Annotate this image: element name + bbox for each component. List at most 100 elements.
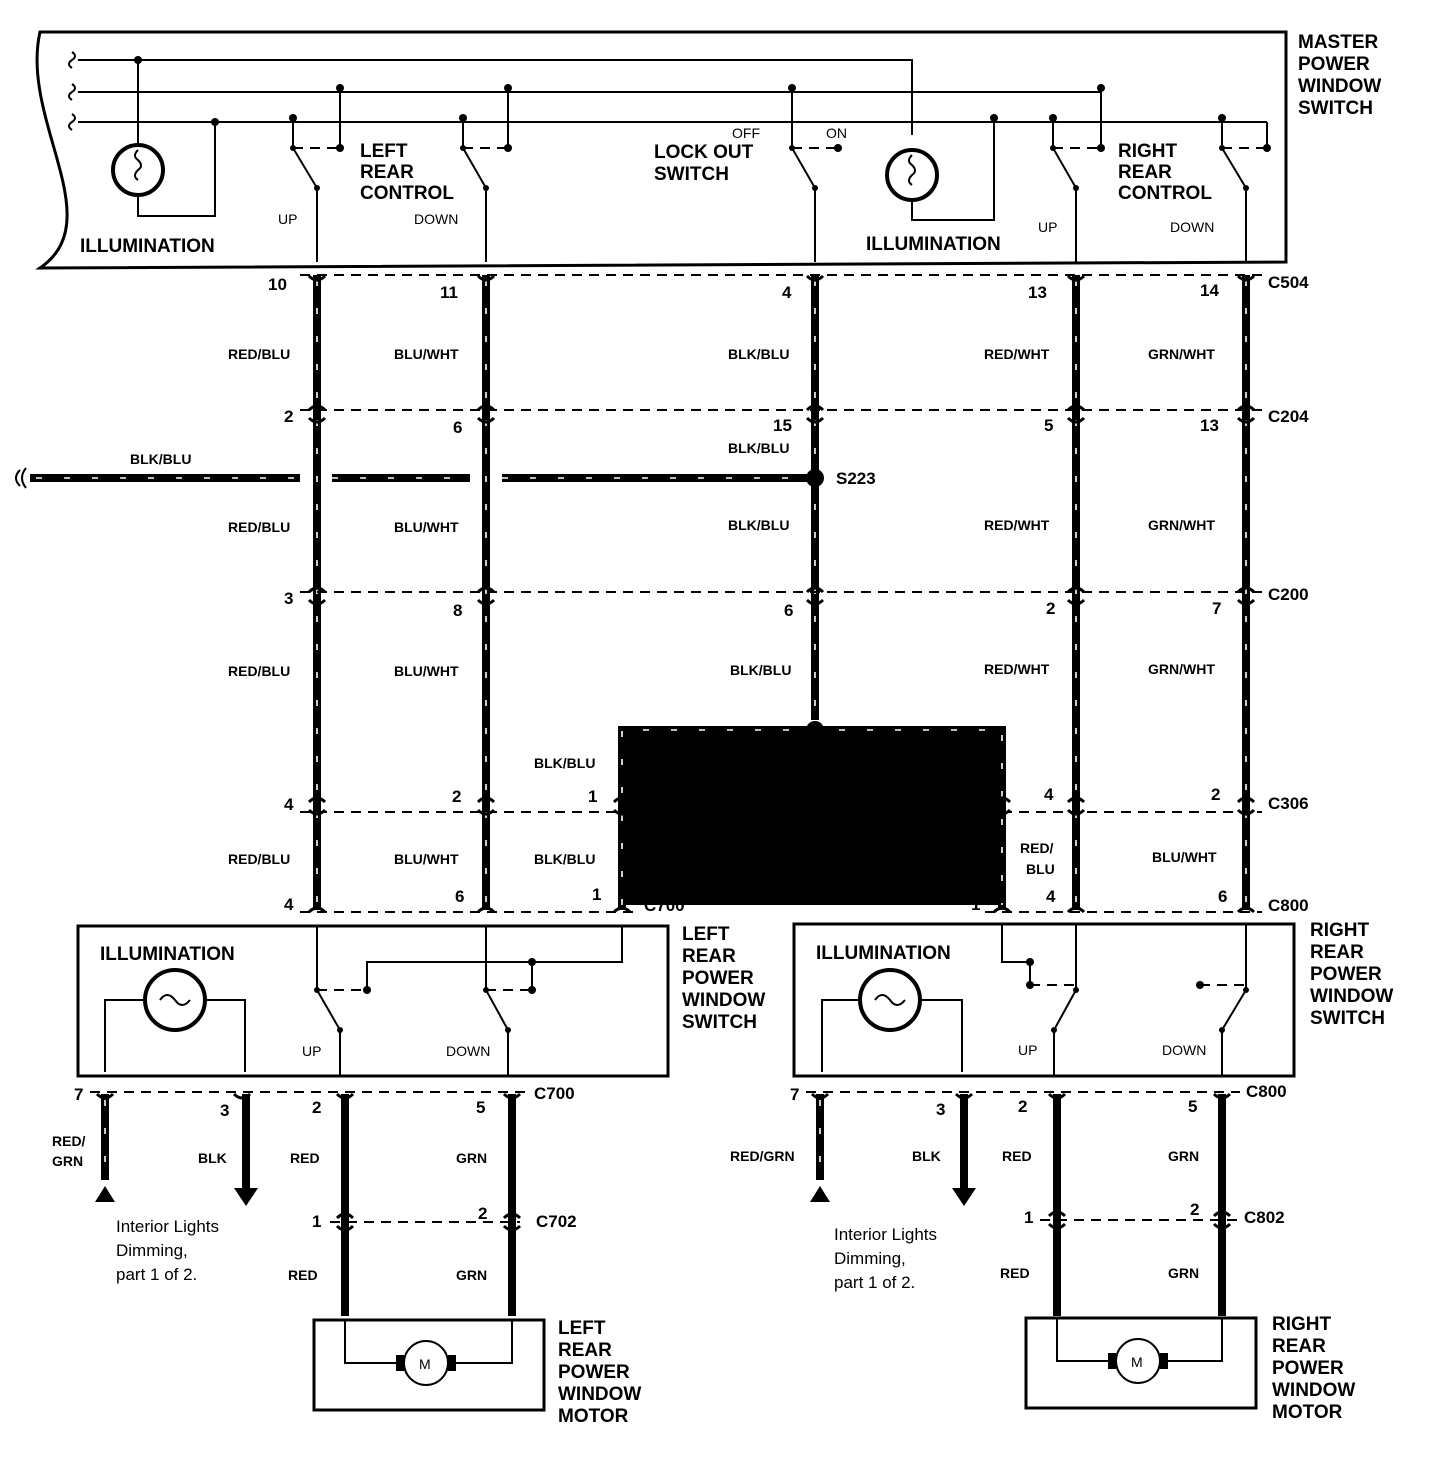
diagram-label: 11 — [440, 283, 458, 302]
diagram-label: GRN/WHT — [1148, 517, 1215, 533]
diagram-label: BLU/WHT — [394, 851, 459, 867]
diagram-label: GRN/WHT — [1148, 346, 1215, 362]
diagram-label: POWER — [558, 1362, 630, 1383]
diagram-label: RED/BLU — [228, 346, 290, 362]
diagram-label: RED/WHT — [984, 346, 1050, 362]
diagram-label: GRN — [456, 1150, 487, 1166]
diagram-label: BLK/BLU — [130, 451, 191, 467]
diagram-label: SWITCH — [1310, 1008, 1385, 1029]
down-label: DOWN — [1170, 219, 1214, 235]
diagram-label: REAR — [1118, 162, 1172, 183]
up-label: UP — [278, 211, 297, 227]
c306-label: C306 — [1268, 794, 1309, 813]
diagram-label: 6 — [1218, 887, 1227, 906]
diagram-label: BLU/WHT — [394, 663, 459, 679]
diagram-label: 2 — [1018, 1097, 1027, 1116]
c800-label: C800 — [1268, 896, 1309, 915]
up-label: UP — [1038, 219, 1057, 235]
diagram-label: part 1 of 2. — [834, 1273, 915, 1292]
diagram-label: BLU/WHT — [1152, 849, 1217, 865]
diagram-label: 4 — [284, 895, 294, 914]
diagram-label: MOTOR — [558, 1406, 629, 1427]
diagram-label: 7 — [790, 1085, 799, 1104]
diagram-label: SWITCH — [682, 1012, 757, 1033]
diagram-label: POWER — [1310, 964, 1382, 985]
diagram-label: RED/GRN — [730, 1148, 795, 1164]
diagram-label: BLK/BLU — [914, 757, 975, 773]
connector-dash-lines — [90, 274, 1262, 1223]
c700-label: C700 — [534, 1084, 575, 1103]
diagram-label: 1 — [588, 787, 597, 806]
diagram-label: WINDOW — [558, 1384, 641, 1405]
diagram-label: GRN/WHT — [1148, 661, 1215, 677]
c204-label: C204 — [1268, 407, 1309, 426]
diagram-label: RED — [290, 1150, 320, 1166]
diagram-label: BLK/BLU — [534, 755, 595, 771]
diagram-label: 4 — [284, 795, 294, 814]
diagram-label: 8 — [453, 601, 462, 620]
diagram-label: 1 — [971, 895, 980, 914]
diagram-label: REAR — [1310, 942, 1364, 963]
illumination-label: ILLUMINATION — [816, 943, 951, 964]
splice-s300 — [806, 721, 824, 739]
splice-s223 — [806, 469, 824, 487]
diagram-label: 14 — [1200, 281, 1219, 300]
c200-label: C200 — [1268, 585, 1309, 604]
diagram-label: 3 — [284, 589, 293, 608]
diagram-label: 2 — [284, 407, 293, 426]
left-rear-control-label: LEFT — [360, 141, 408, 162]
motor-icon — [403, 1340, 449, 1386]
wire-color-labels: RED/BLU BLU/WHT BLK/BLU RED/WHT GRN/WHT … — [52, 346, 1217, 1283]
c702-label: C702 — [536, 1212, 577, 1231]
motor-icon — [1115, 1338, 1161, 1384]
diagram-label: POWER — [1272, 1358, 1344, 1379]
illumination-lamp-icon — [111, 143, 165, 197]
master-switch-title: MASTER — [1298, 32, 1379, 53]
diagram-label: WINDOW — [682, 990, 765, 1011]
right-rear-switch-title: RIGHT — [1310, 920, 1370, 941]
illumination-label: ILLUMINATION — [80, 236, 215, 257]
diagram-label: BLU — [1026, 861, 1055, 877]
diagram-label: 2 — [1190, 1200, 1199, 1219]
dimming-note: Interior Lights — [116, 1217, 219, 1236]
diagram-label: BLK/BLU — [914, 851, 975, 867]
diagram-label: GRN — [1168, 1148, 1199, 1164]
c504-label: C504 — [1268, 273, 1309, 292]
up-label: UP — [302, 1043, 321, 1059]
diagram-label: WINDOW — [1272, 1380, 1355, 1401]
diagram-label: GRN — [456, 1267, 487, 1283]
diagram-label: GRN — [1168, 1265, 1199, 1281]
diagram-label: REAR — [558, 1340, 612, 1361]
c700-label: C700 — [644, 896, 685, 915]
diagram-label: RED/ — [52, 1133, 86, 1149]
diagram-label: BLK — [912, 1148, 941, 1164]
diagram-label: RED/BLU — [228, 851, 290, 867]
illumination-label: ILLUMINATION — [100, 944, 235, 965]
diagram-label: RED/WHT — [984, 517, 1050, 533]
diagram-label: 6 — [453, 418, 462, 437]
diagram-label: 7 — [1212, 599, 1221, 618]
diagram-label: 3 — [936, 1100, 945, 1119]
down-label: DOWN — [414, 211, 458, 227]
diagram-label: REAR — [682, 946, 736, 967]
diagram-label: RED/WHT — [984, 661, 1050, 677]
diagram-label: RED/BLU — [228, 519, 290, 535]
diagram-label: 1 — [312, 1212, 321, 1231]
diagram-label: CONTROL — [1118, 183, 1212, 204]
diagram-label: M — [1131, 1354, 1143, 1370]
diagram-label: part 1 of 2. — [116, 1265, 197, 1284]
diagram-label: Dimming, — [834, 1249, 906, 1268]
diagram-label: WINDOW — [1310, 986, 1393, 1007]
diagram-label: BLU/WHT — [394, 519, 459, 535]
diagram-label: 2 — [1046, 599, 1055, 618]
diagram-label: WINDOW — [1298, 76, 1381, 97]
diagram-label: BLK/BLU — [728, 440, 789, 456]
diagram-label: 13 — [1028, 283, 1047, 302]
harness-wires — [30, 275, 1250, 910]
diagram-label: BLK/BLU — [534, 851, 595, 867]
diagram-label: 4 — [1044, 785, 1054, 804]
diagram-label: 1 — [592, 885, 601, 904]
diagram-label: 4 — [782, 283, 792, 302]
diagram-label: 15 — [773, 416, 792, 435]
